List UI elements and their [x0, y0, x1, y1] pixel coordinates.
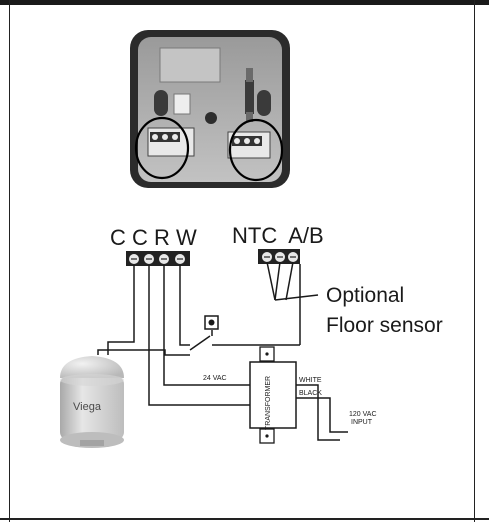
label-black: BLACK [299, 390, 322, 397]
terminal-block-left [126, 251, 190, 266]
transformer-label: TRANSFORMER [265, 376, 272, 430]
terminal-labels-c-c-r-w: C C R W [110, 225, 197, 250]
transformer [249, 346, 297, 444]
label-input: INPUT [351, 419, 373, 426]
right-border [474, 0, 489, 522]
label-120vac: 120 VAC [349, 411, 377, 418]
floor-sensor-label: Floor sensor [326, 314, 443, 337]
top-border [0, 0, 489, 5]
actuator-brand-label: Viega [73, 401, 102, 413]
label-white: WHITE [299, 377, 322, 384]
viega-actuator [60, 356, 124, 448]
wires [97, 261, 348, 441]
terminal-labels-ntc-ab: NTC A/B [232, 223, 324, 248]
left-border [0, 0, 10, 522]
terminal-block-right [258, 249, 300, 264]
relay-switch-dot [208, 319, 215, 326]
thermostat-backplate [130, 30, 290, 188]
label-24vac: 24 VAC [203, 375, 227, 382]
bottom-border [0, 518, 489, 520]
optional-label: Optional [326, 284, 404, 307]
